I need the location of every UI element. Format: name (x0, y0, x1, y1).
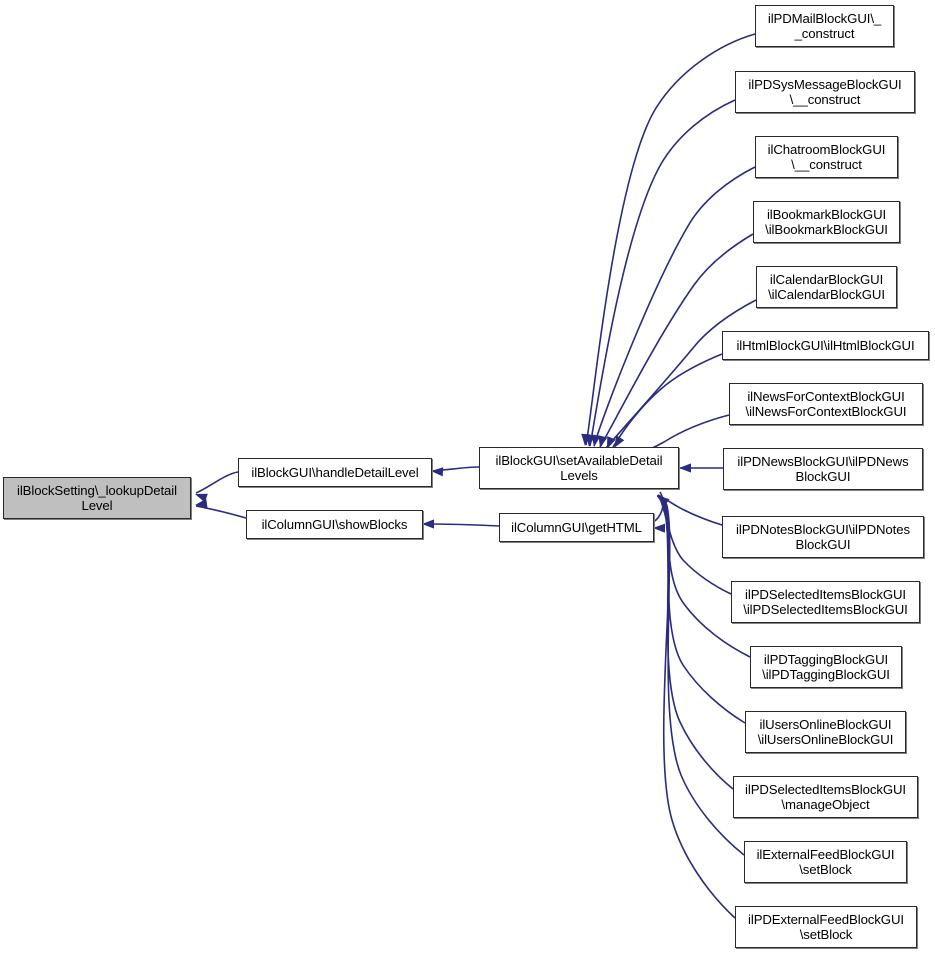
graph-node-n10[interactable]: ilHtmlBlockGUI\ilHtmlBlockGUI (722, 331, 929, 360)
graph-node-n3[interactable]: ilBlockGUI\setAvailableDetail Levels (479, 447, 679, 489)
arrowhead (653, 523, 666, 533)
edge-n9-to-n3 (605, 299, 757, 449)
graph-node-n5[interactable]: ilPDMailBlockGUI\_ _construct (755, 5, 894, 47)
graph-node-n8[interactable]: ilBookmarkBlockGUI \ilBookmarkBlockGUI (753, 201, 900, 243)
graph-node-n18[interactable]: ilExternalFeedBlockGUI \setBlock (744, 841, 907, 883)
graph-node-n19[interactable]: ilPDExternalFeedBlockGUI \setBlock (735, 906, 917, 948)
graph-node-n16[interactable]: ilUsersOnlineBlockGUI \ilUsersOnlineBloc… (745, 711, 906, 753)
graph-node-n14[interactable]: ilPDSelectedItemsBlockGUI \ilPDSelectedI… (731, 581, 920, 623)
graph-node-n12[interactable]: ilPDNewsBlockGUI\ilPDNews BlockGUI (723, 448, 923, 490)
graph-node-n7[interactable]: ilChatroomBlockGUI \__construct (755, 136, 898, 178)
arrowhead (195, 498, 208, 508)
arrowhead (422, 519, 434, 529)
edge-n5-to-n3 (585, 33, 756, 446)
graph-node-n15[interactable]: ilPDTaggingBlockGUI \ilPDTaggingBlockGUI (750, 646, 902, 688)
graph-node-n2[interactable]: ilColumnGUI\showBlocks (246, 510, 423, 539)
graph-node-n4[interactable]: ilColumnGUI\getHTML (499, 513, 654, 542)
graph-node-n13[interactable]: ilPDNotesBlockGUI\ilPDNotes BlockGUI (722, 516, 924, 558)
arrowhead (431, 467, 444, 477)
graph-node-n6[interactable]: ilPDSysMessageBlockGUI \__construct (735, 71, 915, 113)
edge-n8-to-n3 (599, 233, 754, 448)
edge-n10-to-n3 (612, 353, 723, 448)
graph-node-n0[interactable]: ilBlockSetting\_lookupDetail Level (3, 477, 191, 519)
arrowhead (607, 436, 616, 449)
edge-n1-to-n0 (195, 471, 239, 494)
arrowhead (679, 463, 691, 473)
graph-node-n1[interactable]: ilBlockGUI\handleDetailLevel (238, 458, 432, 487)
graph-node-n9[interactable]: ilCalendarBlockGUI \ilCalendarBlockGUI (756, 266, 897, 308)
graph-node-n17[interactable]: ilPDSelectedItemsBlockGUI \manageObject (733, 776, 918, 818)
arrowhead (614, 435, 625, 448)
edge-n4-to-n2 (422, 523, 500, 527)
arrowhead (657, 496, 670, 507)
arrowhead (591, 434, 601, 447)
graph-node-n11[interactable]: ilNewsForContextBlockGUI \ilNewsForConte… (729, 383, 923, 425)
edge-n7-to-n3 (593, 166, 756, 447)
edge-n2-to-n0 (195, 505, 247, 519)
edge-n6-to-n3 (589, 99, 736, 447)
arrowhead (598, 435, 608, 448)
